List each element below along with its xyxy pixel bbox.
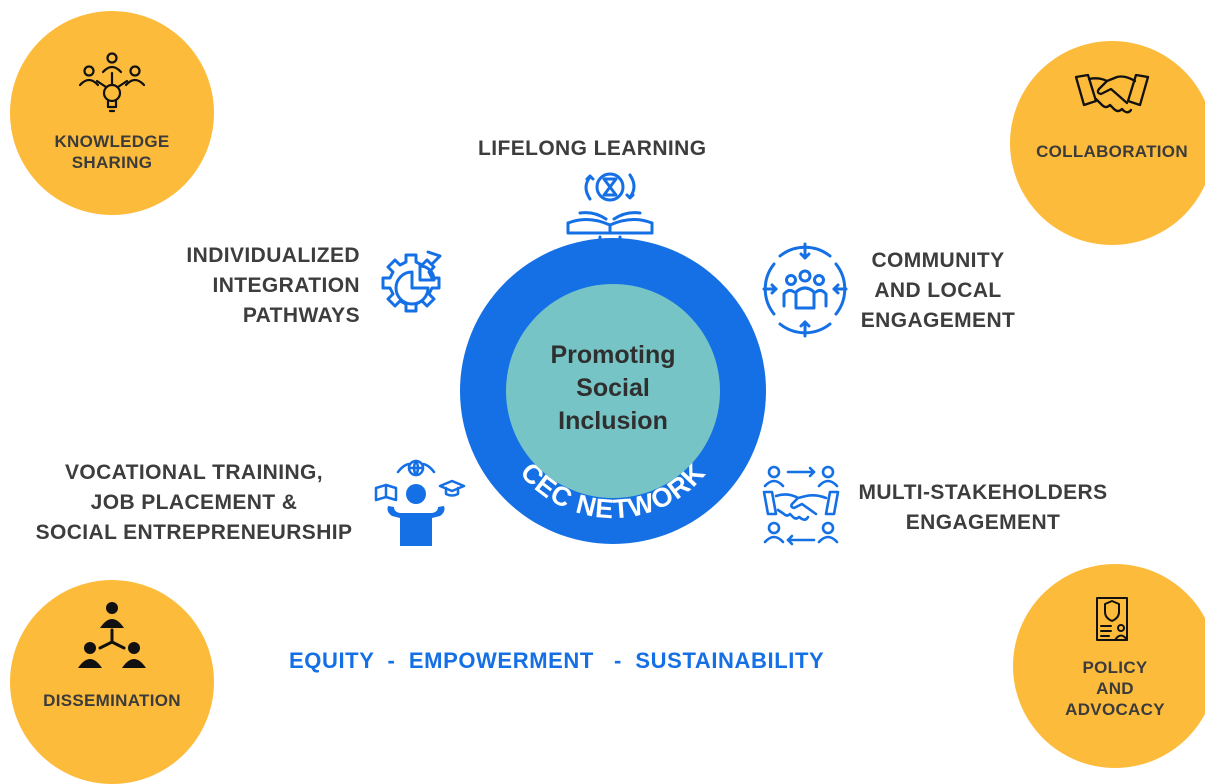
handshake-icon bbox=[1074, 73, 1150, 114]
center-circle bbox=[506, 284, 720, 498]
community-line-3: ENGAGEMENT bbox=[860, 309, 1016, 332]
corner-policy-advocacy: POLICY AND ADVOCACY bbox=[1013, 564, 1205, 768]
knowledge-sharing-label-1: KNOWLEDGE bbox=[54, 132, 170, 151]
vocational-training-icon bbox=[372, 458, 474, 548]
lifelong-learning-icon bbox=[560, 165, 660, 243]
community-label: COMMUNITY AND LOCAL ENGAGEMENT bbox=[858, 246, 1018, 336]
center-text: Promoting Social Inclusion bbox=[506, 339, 720, 438]
multi-stakeholders-icon bbox=[760, 462, 842, 550]
center-line-3: Inclusion bbox=[558, 407, 668, 435]
individualized-line-2: INTEGRATION bbox=[212, 274, 360, 297]
gear-chart-icon bbox=[372, 244, 460, 330]
policy-document-icon bbox=[1096, 597, 1128, 641]
collaboration-label: COLLABORATION bbox=[1036, 142, 1188, 161]
individualized-line-1: INDIVIDUALIZED bbox=[186, 244, 360, 267]
knowledge-network-icon bbox=[78, 52, 146, 113]
policy-label-3: ADVOCACY bbox=[1065, 700, 1165, 719]
individualized-label: INDIVIDUALIZED INTEGRATION PATHWAYS bbox=[160, 241, 360, 331]
community-line-2: AND LOCAL bbox=[874, 279, 1002, 302]
lifelong-learning-label: LIFELONG LEARNING bbox=[478, 137, 707, 160]
policy-label-1: POLICY bbox=[1082, 658, 1148, 677]
multi-line-1: MULTI-STAKEHOLDERS bbox=[858, 481, 1108, 504]
community-engagement-icon bbox=[760, 242, 850, 338]
vocational-line-3: SOCIAL ENTREPRENEURSHIP bbox=[35, 521, 353, 544]
community-line-1: COMMUNITY bbox=[871, 249, 1005, 272]
vocational-line-1: VOCATIONAL TRAINING, bbox=[64, 461, 324, 484]
corner-collaboration: COLLABORATION bbox=[1010, 41, 1205, 245]
knowledge-sharing-label-2: SHARING bbox=[71, 153, 153, 172]
individualized-line-3: PATHWAYS bbox=[242, 304, 360, 327]
multi-stakeholders-label: MULTI-STAKEHOLDERS ENGAGEMENT bbox=[848, 478, 1118, 538]
multi-line-2: ENGAGEMENT bbox=[905, 511, 1061, 534]
vocational-label: VOCATIONAL TRAINING, JOB PLACEMENT & SOC… bbox=[14, 458, 374, 548]
policy-label-2: AND bbox=[1096, 679, 1134, 698]
center-line-2: Social bbox=[576, 374, 650, 402]
vocational-line-2: JOB PLACEMENT & bbox=[90, 491, 298, 514]
dissemination-label: DISSEMINATION bbox=[43, 691, 181, 710]
dissemination-network-icon bbox=[78, 602, 146, 668]
values-line: EQUITY - EMPOWERMENT - SUSTAINABILITY bbox=[289, 648, 825, 673]
corner-dissemination: DISSEMINATION bbox=[10, 580, 214, 784]
corner-knowledge-sharing: KNOWLEDGE SHARING bbox=[10, 11, 214, 215]
center-line-1: Promoting bbox=[550, 341, 676, 369]
